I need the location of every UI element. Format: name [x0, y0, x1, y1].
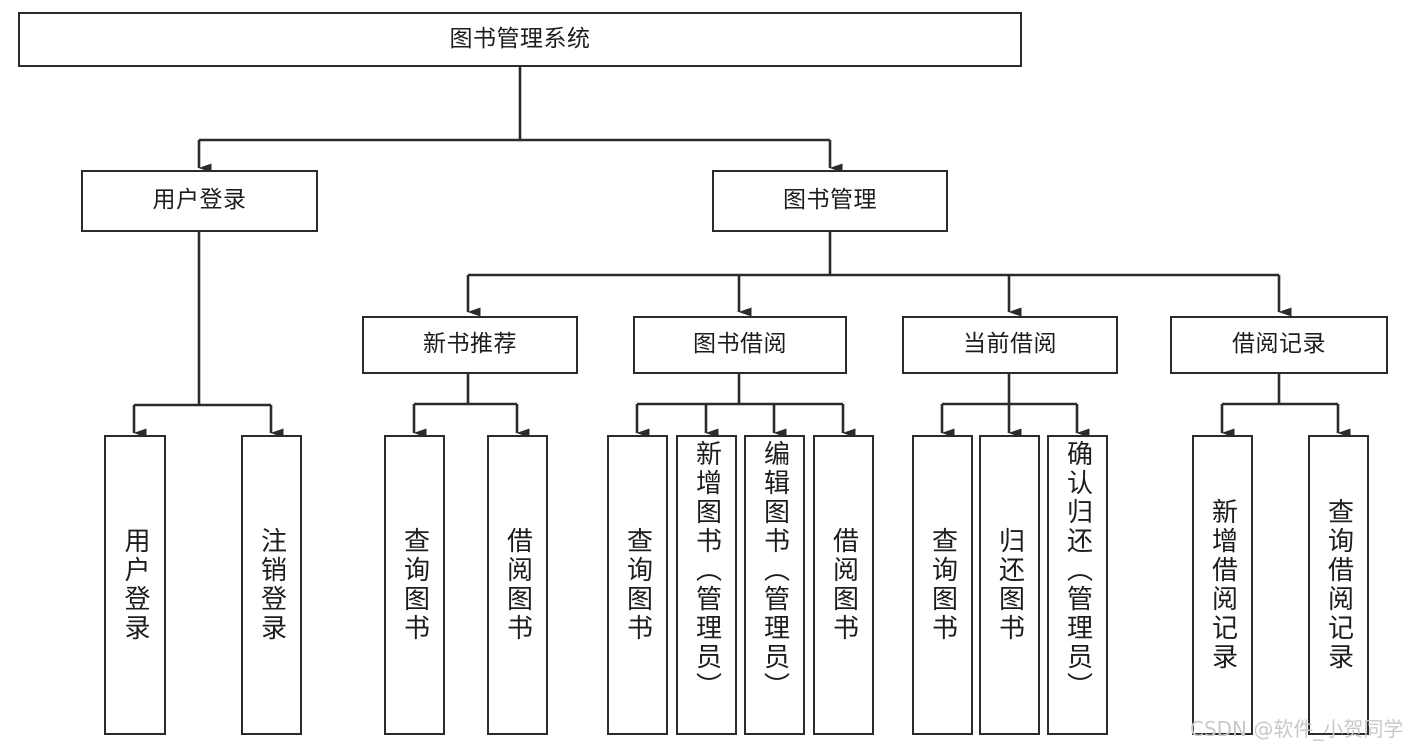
leaf-user-login[interactable]: 用户登录 [104, 435, 166, 735]
leaf-text-wrap: 归还图书 [994, 437, 1025, 733]
leaf-return-book[interactable]: 归还图书 [979, 435, 1040, 735]
node-user-login[interactable]: 用户登录 [81, 170, 318, 232]
node-current-borrow[interactable]: 当前借阅 [902, 316, 1118, 374]
node-label: 图书管理系统 [449, 25, 591, 52]
node-book-borrow[interactable]: 图书借阅 [633, 316, 847, 374]
leaf-logout[interactable]: 注销登录 [241, 435, 302, 735]
node-label: 图书管理 [783, 187, 877, 214]
leaf-query-book-current[interactable]: 查询图书 [912, 435, 973, 735]
node-label: 注销登录 [256, 527, 287, 643]
node-label: 确认归还（管理员） [1062, 440, 1093, 701]
leaf-borrow-book[interactable]: 借阅图书 [813, 435, 874, 735]
node-label: 归还图书 [994, 527, 1025, 643]
node-label: 查询图书 [622, 527, 653, 643]
leaf-text-wrap: 新增借阅记录 [1207, 437, 1238, 733]
csdn-watermark: CSDN @软件_小贺同学 [1190, 717, 1404, 741]
leaf-text-wrap: 编辑图书（管理员） [759, 437, 790, 736]
leaf-text-wrap: 查询借阅记录 [1323, 437, 1354, 733]
node-label: 查询借阅记录 [1323, 498, 1354, 672]
node-label: 新书推荐 [423, 331, 517, 358]
leaf-text-wrap: 借阅图书 [502, 437, 533, 733]
leaf-edit-book-admin[interactable]: 编辑图书（管理员） [744, 435, 805, 735]
leaf-text-wrap: 新增图书（管理员） [691, 437, 722, 736]
leaf-add-borrow-record[interactable]: 新增借阅记录 [1192, 435, 1253, 735]
leaf-text-wrap: 借阅图书 [828, 437, 859, 733]
leaf-text-wrap: 确认归还（管理员） [1062, 437, 1093, 736]
node-borrow-record[interactable]: 借阅记录 [1170, 316, 1388, 374]
node-root-system[interactable]: 图书管理系统 [18, 12, 1022, 67]
node-new-book-recommend[interactable]: 新书推荐 [362, 316, 578, 374]
node-label: 查询图书 [399, 527, 430, 643]
leaf-borrow-book-newbook[interactable]: 借阅图书 [487, 435, 548, 735]
node-label: 图书借阅 [693, 331, 787, 358]
node-label: 新增借阅记录 [1207, 498, 1238, 672]
node-label: 新增图书（管理员） [691, 440, 722, 701]
node-label: 编辑图书（管理员） [759, 440, 790, 701]
node-label: 借阅记录 [1232, 331, 1326, 358]
leaf-text-wrap: 查询图书 [399, 437, 430, 733]
leaf-query-borrow-record[interactable]: 查询借阅记录 [1308, 435, 1369, 735]
node-label: 查询图书 [927, 527, 958, 643]
leaf-confirm-return-admin[interactable]: 确认归还（管理员） [1047, 435, 1108, 735]
leaf-add-book-admin[interactable]: 新增图书（管理员） [676, 435, 737, 735]
node-label: 用户登录 [152, 187, 247, 214]
leaf-text-wrap: 注销登录 [256, 437, 287, 733]
node-book-management[interactable]: 图书管理 [712, 170, 948, 232]
leaf-text-wrap: 查询图书 [927, 437, 958, 733]
leaf-query-book-newbook[interactable]: 查询图书 [384, 435, 445, 735]
leaf-text-wrap: 用户登录 [120, 437, 150, 733]
leaf-query-book-borrow[interactable]: 查询图书 [607, 435, 668, 735]
leaf-text-wrap: 查询图书 [622, 437, 653, 733]
node-label: 用户登录 [120, 527, 150, 643]
node-label: 借阅图书 [828, 527, 859, 643]
node-label: 当前借阅 [963, 331, 1057, 358]
node-label: 借阅图书 [502, 527, 533, 643]
